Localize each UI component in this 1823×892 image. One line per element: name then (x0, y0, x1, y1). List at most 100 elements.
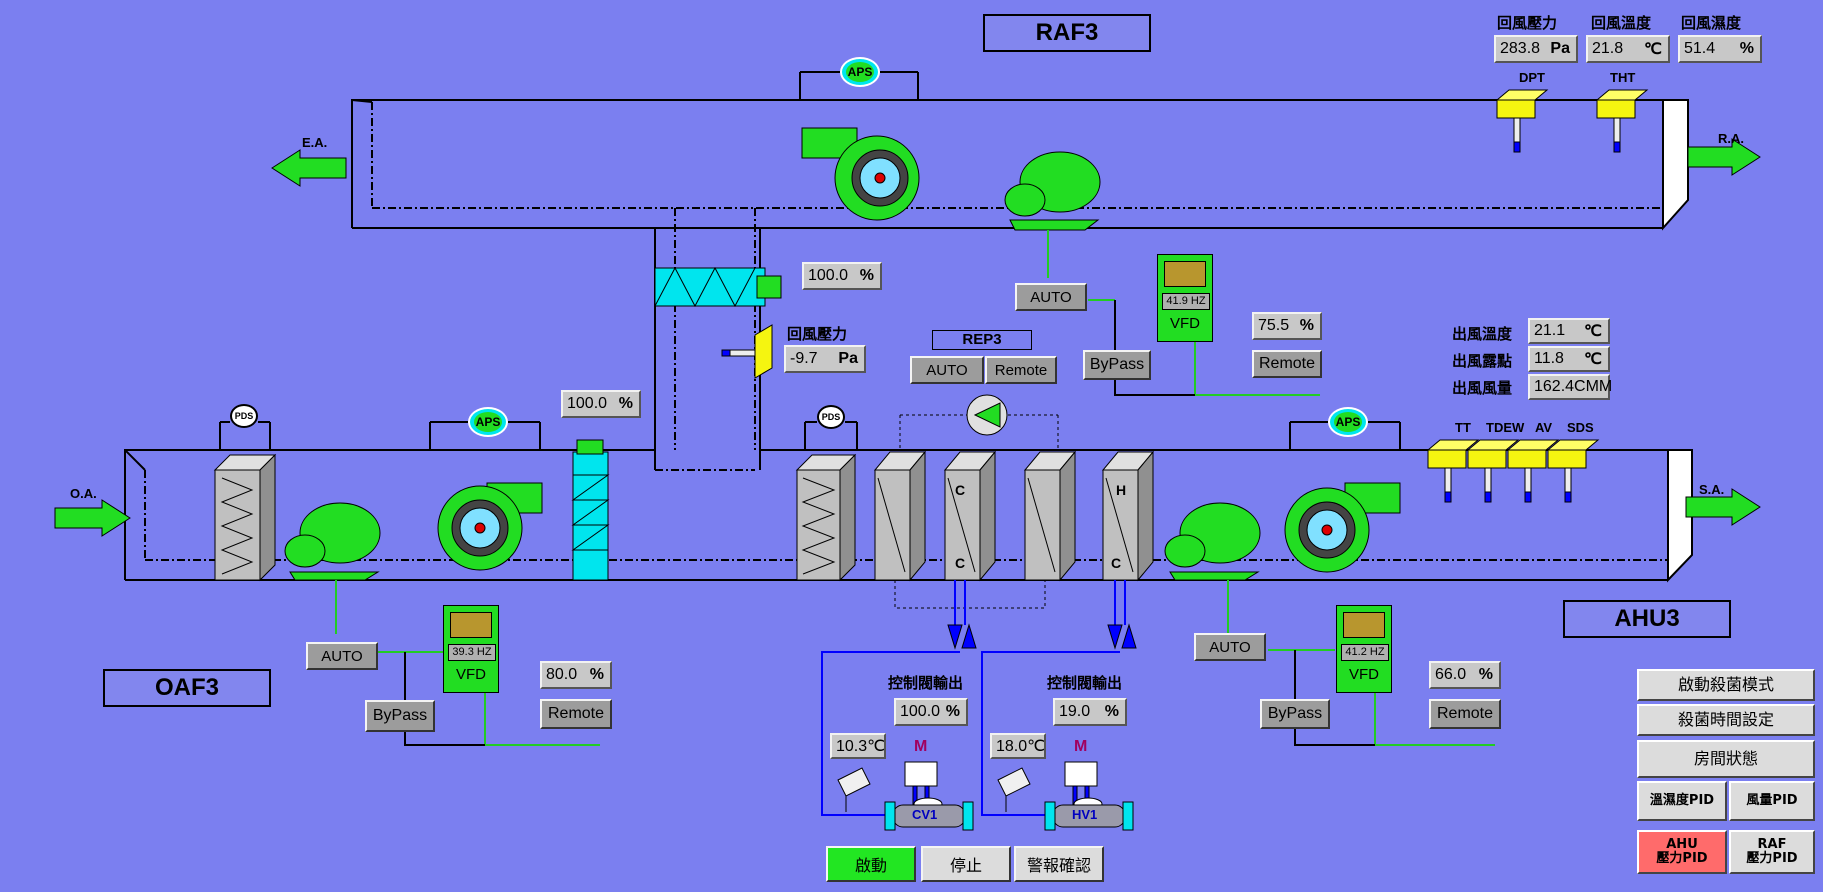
ahu-vfd-panel: 41.2 HZ VFD (1336, 605, 1392, 693)
raf-vfd-hz: 41.9 HZ (1162, 293, 1210, 310)
hv1-motor-label: M (1074, 738, 1088, 755)
oaf-vfd-panel: 39.3 HZ VFD (443, 605, 499, 693)
coil-bank (873, 450, 1155, 582)
oaf-bypass-button[interactable]: ByPass (365, 700, 435, 732)
cv1-output-label: 控制閥輸出 (888, 674, 964, 692)
return-humidity-readout: 51.4% (1678, 35, 1762, 63)
hv1-output-readout: 19.0% (1053, 698, 1127, 726)
temp-probes (837, 767, 1031, 812)
cooling-coil-bottom-label: C (955, 555, 966, 571)
raf-vfd-name: VFD (1170, 315, 1200, 332)
motors (284, 151, 1261, 581)
oaf3-title: OAF3 (103, 669, 271, 707)
air-pid-button[interactable]: 風量PID (1729, 781, 1815, 821)
return-temp-readout: 21.8℃ (1586, 35, 1670, 63)
cv1-output-readout: 100.0% (894, 698, 968, 726)
rep3-label: REP3 (932, 330, 1032, 350)
oaf-vfd-name: VFD (456, 666, 486, 683)
raf3-title: RAF3 (983, 14, 1151, 52)
ahu-vfd-hz: 41.2 HZ (1341, 644, 1389, 661)
ra-label: R.A. (1718, 131, 1744, 146)
tdew-tag: TDEW (1486, 420, 1525, 435)
av-tag: AV (1535, 420, 1553, 435)
return-temp-label: 回風溫度 (1591, 14, 1652, 32)
raf-vfd-pct: 75.5% (1252, 312, 1322, 340)
tt-tag: TT (1455, 420, 1471, 435)
ahu-pid-line2: 壓力PID (1656, 851, 1708, 866)
flow-arrows (54, 138, 1761, 537)
damper-mid-readout: 100.0% (561, 390, 641, 418)
raf-vfd-panel: 41.9 HZ VFD (1157, 254, 1213, 342)
hv1-output-label: 控制閥輸出 (1047, 674, 1123, 692)
hv1-temp-readout: 18.0℃ (990, 733, 1046, 759)
cv1-motor-label: M (914, 738, 928, 755)
ahu-remote-button[interactable]: Remote (1429, 699, 1501, 729)
room-status-button[interactable]: 房間狀態 (1637, 740, 1815, 778)
ea-label: E.A. (302, 135, 328, 150)
supply-dew-readout: 11.8℃ (1528, 346, 1610, 372)
fans (437, 127, 1401, 573)
sa-label: S.A. (1699, 482, 1725, 497)
stop-button[interactable]: 停止 (921, 846, 1011, 882)
ahu-vfd-pct: 66.0% (1429, 661, 1501, 689)
th-pid-button[interactable]: 溫濕度PID (1637, 781, 1727, 821)
raf-auto-button[interactable]: AUTO (1015, 283, 1087, 311)
sds-tag: SDS (1567, 420, 1594, 435)
ahu3-title: AHU3 (1563, 600, 1731, 638)
return-pressure-label: 回風壓力 (1497, 14, 1558, 32)
damper-top (654, 266, 782, 308)
filter-bank (213, 453, 857, 582)
sterilize-mode-button[interactable]: 啟動殺菌模式 (1637, 669, 1815, 701)
oaf-remote-button[interactable]: Remote (540, 699, 612, 729)
ahu-vfd-name: VFD (1349, 666, 1379, 683)
damper-top-readout: 100.0% (802, 262, 882, 290)
aps-oaf: APS (468, 407, 508, 437)
ahu-auto-button[interactable]: AUTO (1194, 633, 1266, 661)
oa-label: O.A. (70, 486, 97, 501)
rep3-auto-button[interactable]: AUTO (910, 356, 984, 384)
aps-connectors (219, 71, 1401, 450)
valve-piping (821, 580, 1126, 816)
raf-bypass-button[interactable]: ByPass (1083, 350, 1151, 380)
return-duct (351, 99, 1689, 470)
aps-ahu: APS (1328, 407, 1368, 437)
pds-main-filter: PDS (817, 405, 845, 429)
pds-oa-filter: PDS (230, 404, 258, 428)
duct-pressure-label: 回風壓力 (787, 325, 848, 343)
ahu-bypass-button[interactable]: ByPass (1260, 699, 1330, 729)
valves (884, 761, 1134, 831)
oaf-vfd-hz: 39.3 HZ (448, 644, 496, 661)
supply-flow-label: 出風風量 (1452, 379, 1513, 397)
supply-temp-readout: 21.1℃ (1528, 318, 1610, 344)
heating-coil-bottom-label: C (1111, 555, 1122, 571)
rep3-remote-button[interactable]: Remote (985, 356, 1057, 384)
start-button[interactable]: 啟動 (826, 846, 916, 882)
raf-pid-line2: 壓力PID (1746, 851, 1798, 866)
cooling-coil-top-label: C (955, 482, 966, 498)
oaf-auto-button[interactable]: AUTO (306, 642, 378, 670)
damper-mid (571, 439, 610, 581)
oaf-vfd-pct: 80.0% (540, 661, 612, 689)
raf-remote-button[interactable]: Remote (1252, 350, 1322, 378)
supply-temp-label: 出風溫度 (1452, 325, 1513, 343)
hv1-valve-label: HV1 (1072, 807, 1098, 822)
ahu-pid-line1: AHU (1666, 836, 1698, 852)
dpt-tag: DPT (1519, 70, 1545, 85)
alarm-ack-button[interactable]: 警報確認 (1014, 846, 1104, 882)
cv1-temp-readout: 10.3℃ (830, 733, 886, 759)
supply-flow-readout: 162.4CMM (1528, 374, 1612, 400)
yellow-sensors (721, 89, 1649, 503)
sterilize-time-button[interactable]: 殺菌時間設定 (1637, 704, 1815, 736)
cv1-valve-label: CV1 (912, 807, 938, 822)
raf-pid-line1: RAF (1757, 836, 1787, 852)
aps-raf: APS (840, 57, 880, 87)
wiring-black (404, 300, 1375, 746)
return-humidity-label: 回風濕度 (1681, 14, 1742, 32)
valve-arrows (947, 623, 1137, 650)
